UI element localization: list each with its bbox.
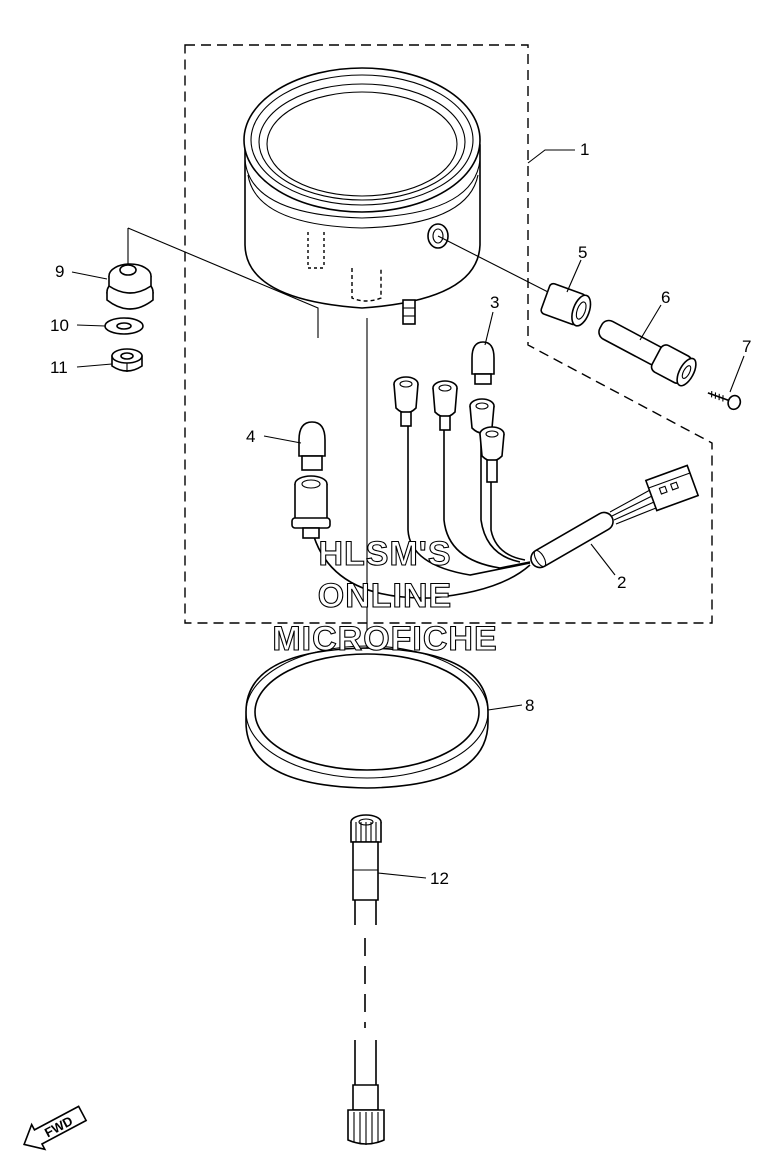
watermark-line-2: ONLINE <box>318 577 452 615</box>
wire-harness <box>291 376 700 599</box>
washer <box>104 317 144 335</box>
callout-6: 6 <box>661 288 670 307</box>
callout-2: 2 <box>617 573 626 592</box>
callout-12: 12 <box>430 869 449 888</box>
callout-10: 10 <box>50 316 69 335</box>
callout-7: 7 <box>742 337 751 356</box>
callout-9: 9 <box>55 262 64 281</box>
leader-5 <box>437 235 549 293</box>
callout-11: 11 <box>50 358 68 377</box>
speedometer-cable <box>347 814 385 1145</box>
bulb-3 <box>471 341 495 385</box>
callout-leaders <box>71 149 745 879</box>
leader-9-stack <box>127 227 319 338</box>
fwd-label: FWD <box>42 1113 75 1140</box>
sleeve <box>540 282 592 327</box>
callout-3: 3 <box>490 293 499 312</box>
rubber-ring <box>245 645 489 789</box>
meter-housing <box>243 67 481 325</box>
fwd-arrow-icon: FWD <box>23 1105 88 1151</box>
callout-5: 5 <box>578 243 587 262</box>
grommet <box>106 263 154 310</box>
bulb-4 <box>298 421 326 471</box>
watermark-line-1: HLSM'S <box>318 535 451 573</box>
nut <box>111 348 143 372</box>
screw <box>707 391 742 411</box>
callout-4: 4 <box>246 427 255 446</box>
watermark: HLSM'S ONLINE MICROFICHE <box>272 534 497 658</box>
tube <box>598 319 697 387</box>
callout-1: 1 <box>580 140 589 159</box>
assembly-boundary <box>184 44 713 624</box>
watermark-line-3: MICROFICHE <box>272 620 497 658</box>
callout-8: 8 <box>525 696 534 715</box>
callout-labels: 1 2 3 4 5 6 7 8 9 10 11 12 <box>50 140 751 888</box>
